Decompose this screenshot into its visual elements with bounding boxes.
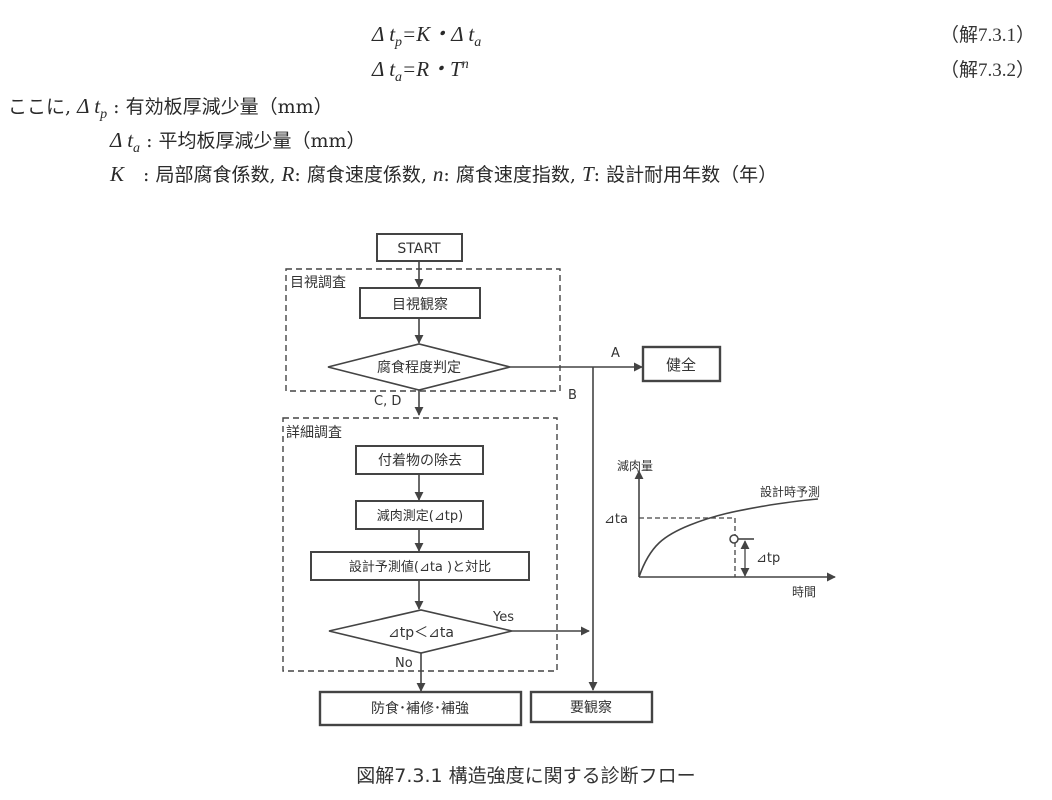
eq1-lhs: Δ t bbox=[372, 22, 396, 46]
definition-line-1: ここに, Δ tp : 有効板厚減少量（mm） bbox=[8, 92, 333, 123]
no-label: No bbox=[395, 656, 413, 671]
healthy-box bbox=[641, 345, 722, 383]
detail-group-label: 詳細調査 bbox=[286, 425, 342, 441]
graph-y-label: 減肉量 bbox=[617, 458, 653, 473]
curve-label: 設計時予測 bbox=[760, 484, 820, 499]
eq2-rhs-sup: n bbox=[461, 57, 469, 72]
def-text-k: : 局部腐食係数, bbox=[124, 164, 276, 186]
def-symbol-k: K bbox=[110, 162, 125, 186]
compare-design-box bbox=[310, 551, 530, 581]
start-label: START bbox=[397, 241, 441, 257]
measured-point bbox=[729, 534, 739, 544]
graph-x-label: 時間 bbox=[792, 585, 816, 599]
decision-label: ⊿tp＜⊿ta bbox=[388, 625, 454, 641]
def-text-r: : 腐食速度係数, bbox=[294, 164, 427, 186]
measure-loss-label: 減肉測定(⊿tp) bbox=[377, 508, 463, 524]
eq1-rhs: =K・Δ t bbox=[402, 22, 475, 46]
healthy-label: 健全 bbox=[666, 356, 696, 374]
def-text-n: : 腐食速度指数, bbox=[443, 164, 576, 186]
ta-label: ⊿ta bbox=[604, 512, 628, 527]
definition-line-3: K : 局部腐食係数, R: 腐食速度係数, n: 腐食速度指数, T: 設計耐… bbox=[110, 160, 777, 187]
definitions-intro: ここに, bbox=[8, 96, 72, 118]
compare-design-label: 設計予測値(⊿ta )と対比 bbox=[349, 559, 491, 575]
def-symbol-t: T bbox=[581, 162, 594, 186]
visual-observation-label: 目視観察 bbox=[392, 296, 448, 313]
detailed-inspection-group bbox=[282, 417, 558, 672]
def-symbol-n: n bbox=[432, 162, 444, 186]
equation-2: Δ ta=R・Tn bbox=[372, 53, 469, 86]
def-symbol-r: R bbox=[281, 162, 295, 186]
def-text-ta: : 平均板厚減少量（mm） bbox=[146, 130, 366, 152]
def-text-t: : 設計耐用年数（年） bbox=[593, 164, 778, 186]
equation-1: Δ tp=K・Δ ta bbox=[372, 18, 481, 51]
visual-inspection-group bbox=[285, 268, 561, 392]
def-sub-p: p bbox=[100, 106, 108, 122]
visual-group-label: 目視調査 bbox=[290, 275, 346, 291]
eq2-rhs: =R・T bbox=[402, 57, 462, 81]
def-sub-a: a bbox=[133, 140, 141, 156]
definition-line-2: Δ ta : 平均板厚減少量（mm） bbox=[110, 126, 366, 157]
repair-box bbox=[318, 690, 523, 727]
equation-2-number: （解7.3.2） bbox=[940, 60, 1036, 81]
yes-label: Yes bbox=[492, 610, 514, 625]
observe-box bbox=[529, 690, 654, 724]
design-prediction-curve bbox=[638, 498, 819, 578]
visual-observation-box bbox=[359, 287, 481, 319]
branch-cd-label: C, D bbox=[374, 394, 401, 409]
def-symbol-tp: Δ t bbox=[77, 94, 101, 118]
eq2-lhs: Δ t bbox=[372, 57, 396, 81]
def-text-tp: : 有効板厚減少量（mm） bbox=[113, 96, 333, 118]
eq1-rhs-sub: a bbox=[474, 35, 482, 51]
eq1-lhs-sub: p bbox=[395, 35, 403, 51]
figure-caption: 図解7.3.1 構造強度に関する診断フロー bbox=[356, 765, 696, 787]
branch-b-label: B bbox=[568, 388, 577, 403]
eq2-lhs-sub: a bbox=[395, 70, 403, 86]
equation-1-number: （解7.3.1） bbox=[940, 25, 1036, 46]
remove-deposits-label: 付着物の除去 bbox=[378, 453, 462, 469]
branch-a-label: A bbox=[611, 346, 620, 361]
tp-label: ⊿tp bbox=[756, 551, 780, 566]
corrosion-judgement-label: 腐食程度判定 bbox=[377, 359, 461, 376]
observe-label: 要観察 bbox=[570, 699, 612, 716]
def-symbol-ta: Δ t bbox=[110, 128, 134, 152]
repair-label: 防食･補修･補強 bbox=[371, 700, 469, 717]
